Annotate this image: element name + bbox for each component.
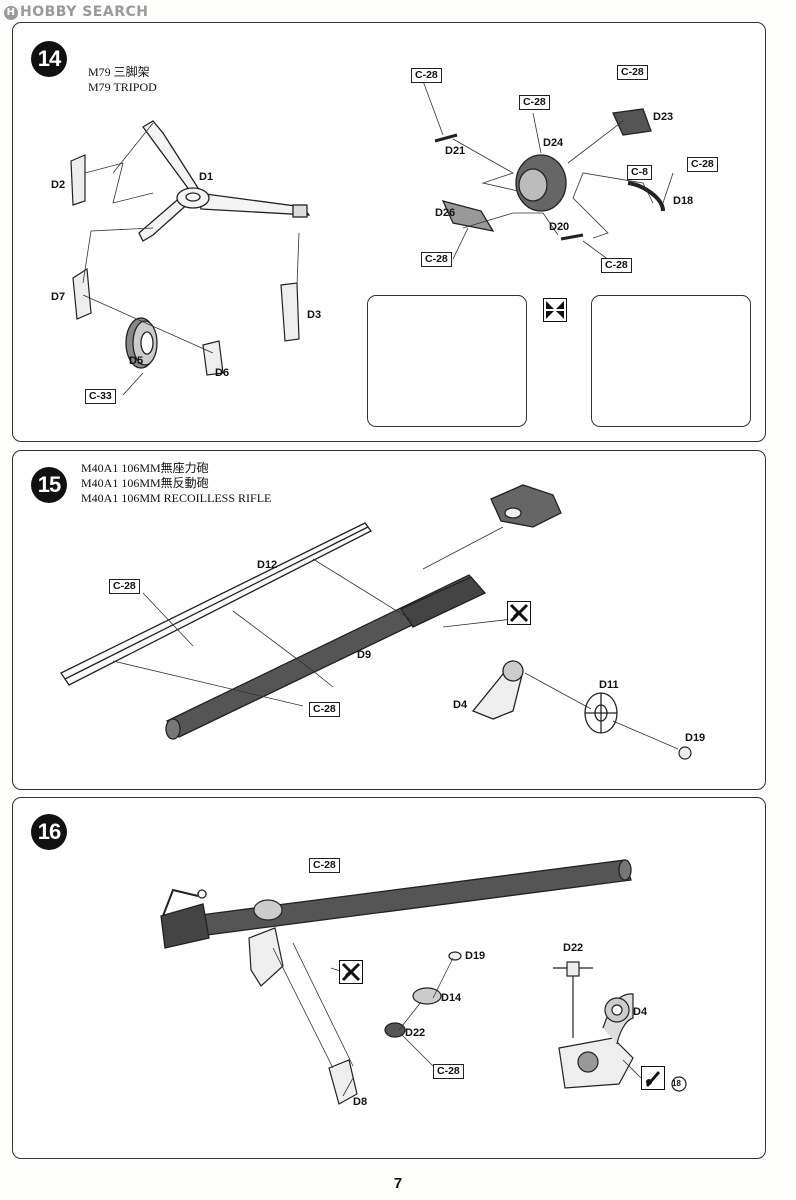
part-label: D23 xyxy=(653,111,674,123)
no-cement-icon xyxy=(339,960,363,984)
part-label: D5 xyxy=(129,355,144,367)
part-label: D11 xyxy=(599,679,619,691)
detail-inset-left xyxy=(367,295,527,427)
step-16-drawing xyxy=(160,859,687,1105)
part-label: D12 xyxy=(257,559,278,571)
step-title: M79 三脚架 M79 TRIPOD xyxy=(88,65,157,95)
part-label: D20 xyxy=(549,221,570,233)
part-label: D2 xyxy=(51,179,66,191)
watermark-logo: H xyxy=(4,6,18,20)
no-cement-icon xyxy=(507,601,531,625)
part-label: D21 xyxy=(445,145,466,157)
title-line: M40A1 106MM RECOILLESS RIFLE xyxy=(81,491,272,505)
step-15-drawing xyxy=(60,484,692,760)
part-label: D4 xyxy=(633,1006,648,1018)
step-title: M40A1 106MM無座力砲 M40A1 106MM無反動砲 M40A1 10… xyxy=(81,461,271,506)
code-box: C-28 xyxy=(109,579,140,594)
page-number: 7 xyxy=(393,1175,403,1192)
code-box: C-28 xyxy=(411,68,442,83)
part-label: D24 xyxy=(543,137,564,149)
cement-icon xyxy=(543,298,567,322)
part-label: D19 xyxy=(685,732,706,744)
code-box: C-28 xyxy=(433,1064,464,1079)
part-label: D22 xyxy=(563,942,584,954)
code-box: C-28 xyxy=(687,157,718,172)
step-14-panel: 14 M79 三脚架 M79 TRIPOD xyxy=(12,22,766,442)
step-16-panel: 16 xyxy=(12,797,766,1159)
code-box: C-28 xyxy=(617,65,648,80)
code-box: C-28 xyxy=(309,858,340,873)
part-label: D1 xyxy=(199,171,214,183)
part-label: D9 xyxy=(357,649,372,661)
part-label: D6 xyxy=(215,367,230,379)
code-box: C-8 xyxy=(627,165,652,180)
part-label: D7 xyxy=(51,291,66,303)
step-number: 16 xyxy=(31,814,67,850)
code-box: C-28 xyxy=(601,258,632,273)
part-label: D8 xyxy=(353,1096,368,1108)
detail-inset-right xyxy=(591,295,751,427)
part-label: D19 xyxy=(465,950,486,962)
step-reference: 18 xyxy=(672,1079,681,1088)
watermark-text: HOBBY SEARCH xyxy=(20,4,149,20)
title-line: M40A1 106MM無反動砲 xyxy=(81,476,209,490)
step-number: 15 xyxy=(31,467,67,503)
step-number: 14 xyxy=(31,41,67,77)
part-label: D14 xyxy=(441,992,462,1004)
code-box: C-28 xyxy=(421,252,452,267)
title-line: M40A1 106MM無座力砲 xyxy=(81,461,209,475)
part-label: D18 xyxy=(673,195,694,207)
part-label: D3 xyxy=(307,309,322,321)
step-15-panel: 15 M40A1 106MM無座力砲 M40A1 106MM無反動砲 M40A1… xyxy=(12,450,766,790)
title-line: M79 三脚架 xyxy=(88,65,150,79)
part-label: D26 xyxy=(435,207,456,219)
code-box: C-28 xyxy=(309,702,340,717)
cement-brush-icon xyxy=(641,1066,665,1090)
code-box: C-28 xyxy=(519,95,550,110)
title-line: M79 TRIPOD xyxy=(88,80,157,94)
part-label: D4 xyxy=(453,699,468,711)
code-box: C-33 xyxy=(85,389,116,404)
part-label: D22 xyxy=(405,1027,426,1039)
